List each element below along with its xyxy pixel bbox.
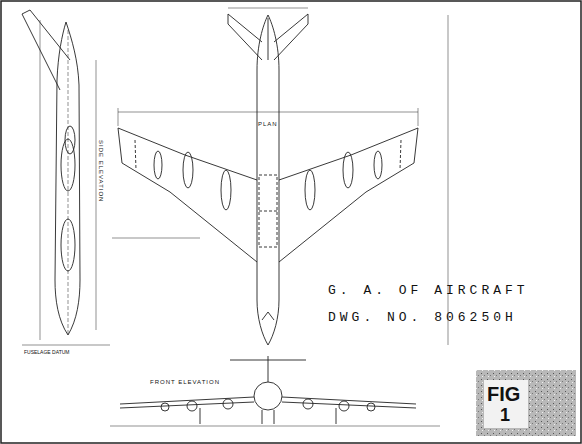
view-label: FRONT ELEVATION [150,379,220,385]
view-label: PLAN [258,121,278,127]
drawing-title: G. A. OF AIRCRAFT [328,284,529,297]
figure-number: 1 [500,406,510,424]
view-label: SIDE ELEVATION [98,140,104,202]
stamp [476,370,576,436]
drawing-number: DWG. NO. 806250H [328,311,517,324]
datum-note: FUSELAGE DATUM [24,350,69,355]
side-view [22,10,110,345]
stamp-patch [484,380,528,428]
front-view [110,356,440,426]
figure-mark: FIG [487,384,520,404]
